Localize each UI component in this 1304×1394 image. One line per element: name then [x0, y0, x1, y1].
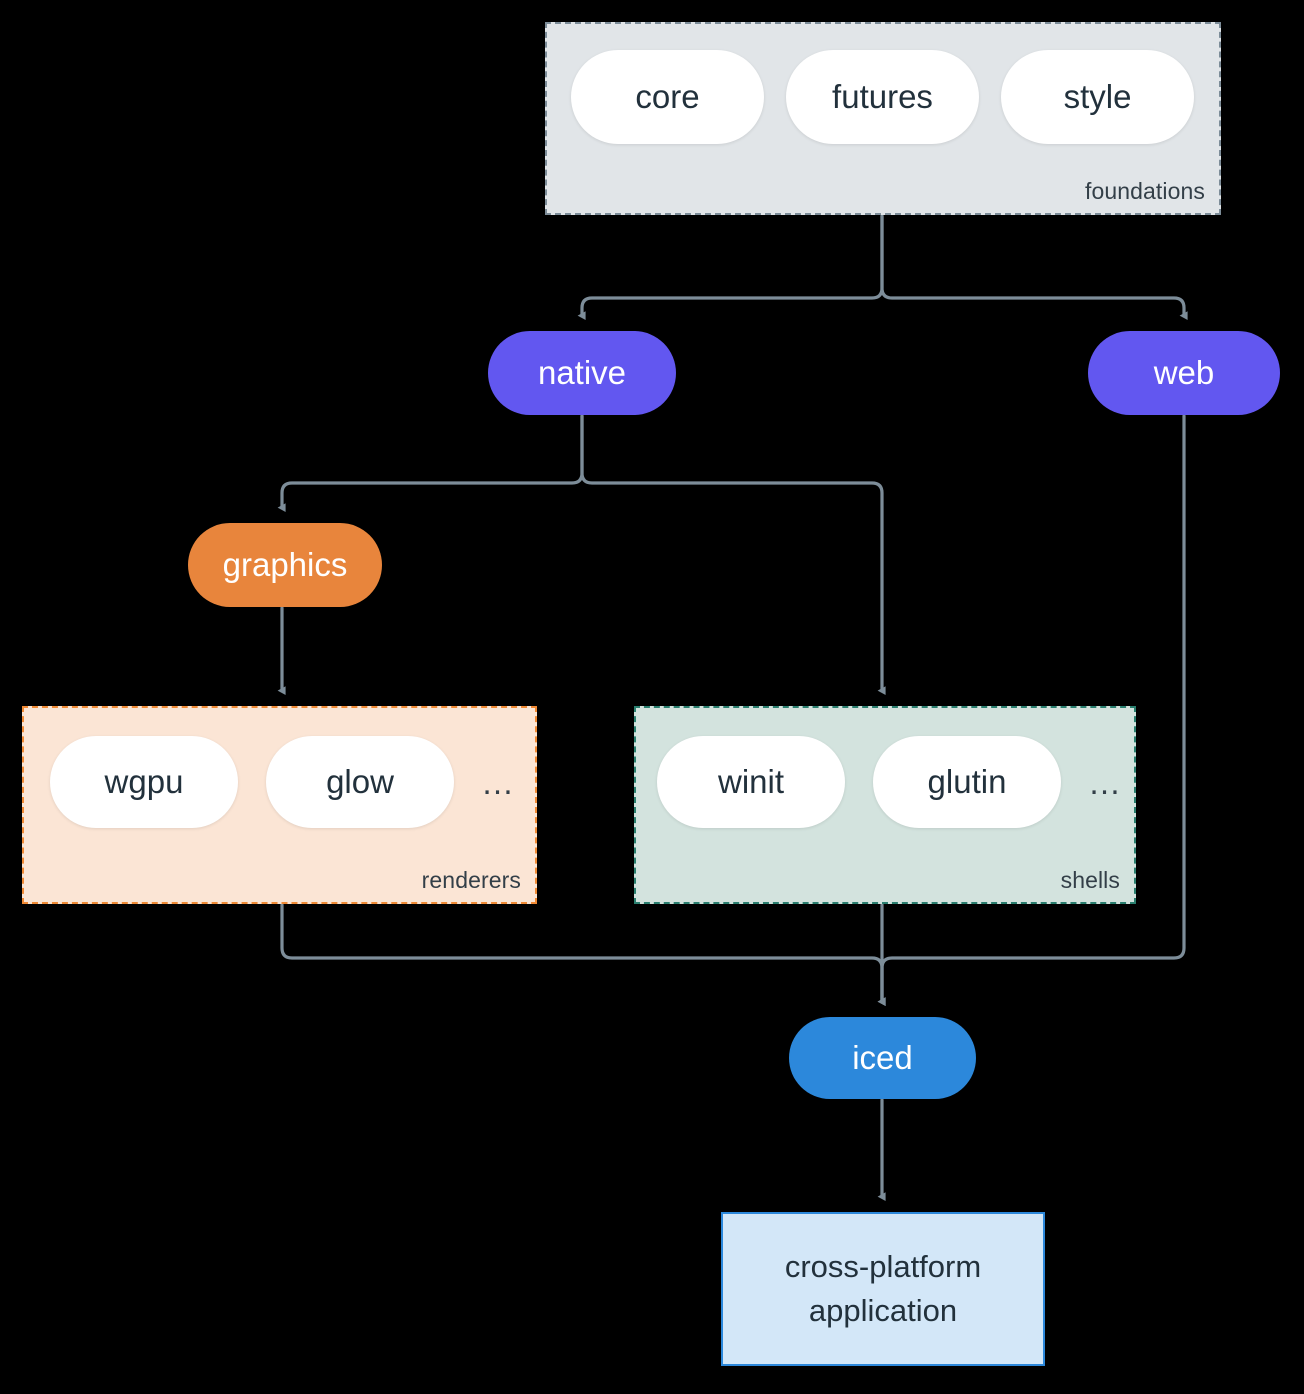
leaf-wgpu[interactable]: wgpu — [50, 736, 238, 828]
node-iced[interactable]: iced — [789, 1017, 976, 1099]
application-line-1: cross-platform — [784, 1248, 982, 1284]
node-graphics[interactable]: graphics — [188, 523, 382, 607]
node-cross-platform-application[interactable]: cross-platform application — [721, 1212, 1045, 1366]
group-foundations-label: foundations — [1084, 178, 1205, 204]
leaf-glow[interactable]: glow — [266, 736, 454, 828]
edge-renderers-iced — [280, 903, 886, 1006]
edge-foundations-native — [577, 214, 884, 320]
group-renderers-label: renderers — [421, 867, 521, 893]
application-line-2: application — [808, 1293, 958, 1328]
shells-overflow-ellipsis: … — [1088, 764, 1121, 801]
group-shells-label: shells — [1060, 867, 1120, 893]
edge-foundations-web — [880, 214, 1188, 320]
edge-native-graphics — [277, 414, 584, 512]
leaf-futures[interactable]: futures — [786, 50, 979, 144]
renderers-overflow-ellipsis: … — [481, 764, 514, 801]
node-web[interactable]: web — [1088, 331, 1280, 415]
edge-native-shells — [580, 414, 886, 695]
leaf-winit[interactable]: winit — [657, 736, 845, 828]
leaf-style[interactable]: style — [1001, 50, 1194, 144]
leaf-glutin[interactable]: glutin — [873, 736, 1061, 828]
node-native[interactable]: native — [488, 331, 676, 415]
leaf-core[interactable]: core — [571, 50, 764, 144]
